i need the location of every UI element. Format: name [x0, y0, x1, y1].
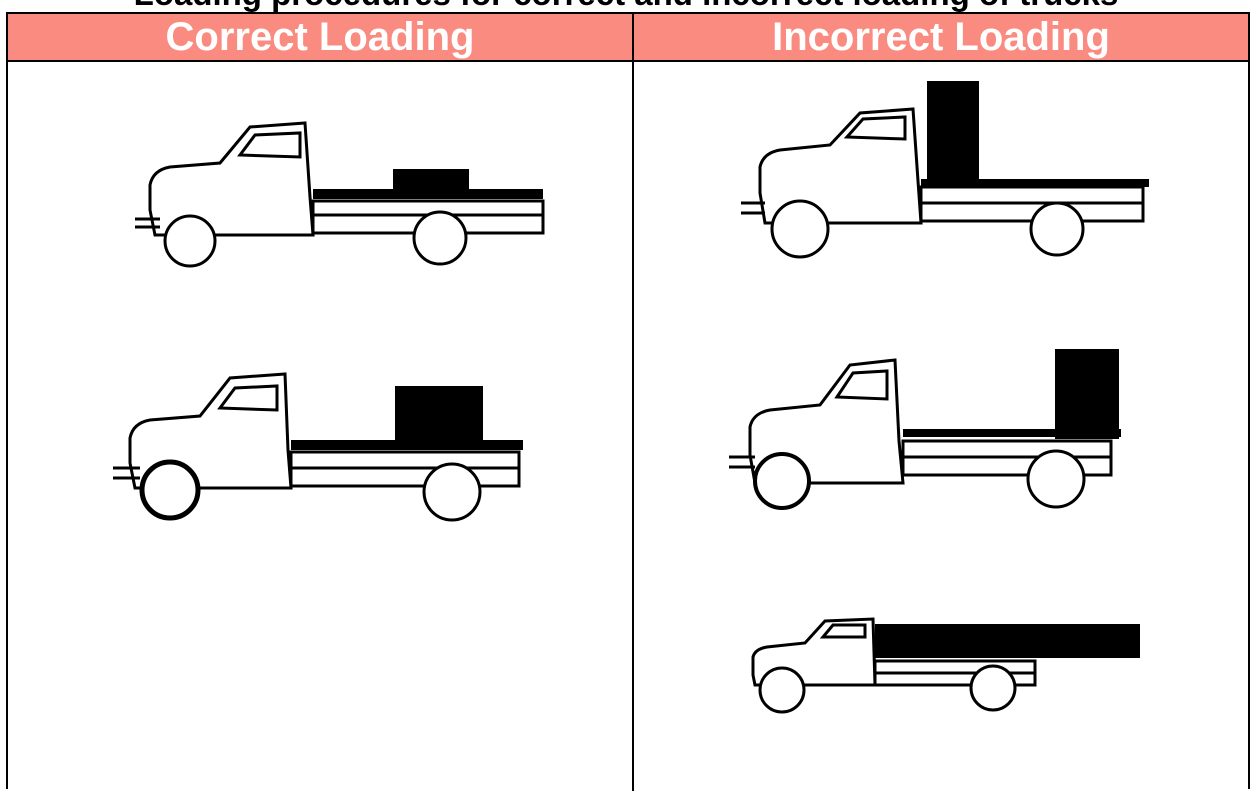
header-row: Correct Loading Incorrect Loading: [8, 14, 1248, 62]
cargo-box: [875, 624, 1140, 658]
truck-correct-large-load-illustration: [113, 372, 523, 522]
column-divider: [632, 14, 634, 791]
cargo-box: [395, 386, 483, 442]
cargo-box: [393, 169, 469, 191]
correct-loading-header: Correct Loading: [8, 14, 632, 60]
cargo-box: [927, 81, 979, 181]
incorrect-loading-header: Incorrect Loading: [634, 14, 1248, 60]
truck-incorrect-long-load-illustration: [751, 617, 1140, 714]
truck-incorrect-tall-load-at-rear-illustration: [729, 349, 1121, 510]
cargo-box: [1055, 349, 1119, 439]
truck-incorrect-tall-load-behind-cab-illustration: [741, 81, 1149, 259]
page-title: Loading procedures for correct and incor…: [0, 0, 1252, 12]
truck-correct-small-load-illustration: [135, 121, 545, 268]
loading-comparison-table: Correct Loading Incorrect Loading: [6, 12, 1250, 791]
